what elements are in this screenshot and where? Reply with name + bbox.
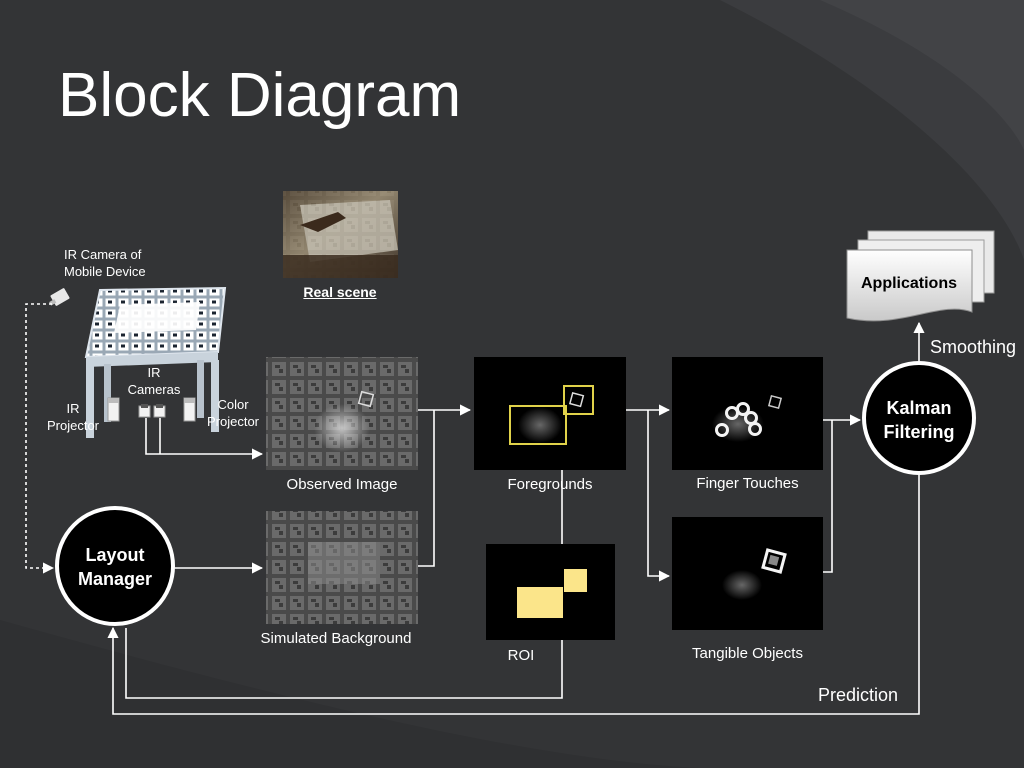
layout-manager-label: Layout Manager	[57, 543, 173, 591]
tangible-objects-thumbnail	[672, 517, 823, 630]
kalman-label-line1: Kalman	[886, 398, 952, 418]
ir-cameras-icon	[138, 404, 166, 418]
finger-touches-thumbnail	[672, 357, 823, 470]
ir-camera-mobile-label-line2: Mobile Device	[64, 264, 146, 279]
kalman-filtering-label: Kalman Filtering	[864, 396, 974, 444]
ir-projector-icon	[107, 397, 120, 422]
arrow-prediction-feedback	[107, 473, 920, 715]
roi-label: ROI	[507, 647, 535, 664]
color-projector-label-line2: Projector	[206, 414, 260, 429]
color-projector-icon	[183, 397, 196, 422]
ir-projector-label: IR Projector	[40, 400, 106, 434]
ir-projector-label-line1: IR	[66, 401, 80, 416]
slide-title: Block Diagram	[58, 61, 462, 130]
color-projector-label-line1: Color	[217, 397, 249, 412]
foregrounds-label: Foregrounds	[507, 476, 593, 493]
layout-label-line2: Manager	[77, 569, 153, 589]
ir-cameras-label-line1: IR	[147, 365, 161, 380]
observed-image-thumbnail	[266, 357, 418, 470]
foregrounds-thumbnail	[474, 357, 626, 470]
simulated-background-thumbnail	[266, 511, 418, 624]
ir-camera-mobile-label-line1: IR Camera of	[64, 247, 142, 262]
mobile-camera-icon	[49, 288, 70, 306]
kalman-label-line2: Filtering	[883, 422, 955, 442]
arrow-mobile-camera-to-layout	[25, 303, 55, 574]
prediction-label: Prediction	[818, 685, 899, 705]
ir-camera-mobile-label: IR Camera of Mobile Device	[64, 246, 146, 280]
smoothing-label: Smoothing	[930, 337, 1017, 357]
layout-label-line1: Layout	[85, 545, 145, 565]
tangible-objects-label: Tangible Objects	[692, 645, 803, 662]
ir-cameras-label-line2: Cameras	[127, 382, 181, 397]
real-scene-label: Real scene	[303, 284, 377, 300]
connectors	[25, 303, 925, 715]
ir-cameras-label: IR Cameras	[122, 364, 186, 398]
roi-thumbnail	[486, 544, 615, 640]
finger-touches-label: Finger Touches	[696, 475, 799, 492]
arrow-camera-to-observed	[145, 418, 264, 460]
real-scene-photo	[283, 191, 398, 278]
simulated-background-label: Simulated Background	[260, 630, 412, 647]
ir-projector-label-line2: Projector	[46, 418, 100, 433]
applications-icon	[846, 230, 995, 322]
color-projector-label: Color Projector	[200, 396, 266, 430]
applications-label: Applications	[860, 275, 957, 292]
layout-manager-node	[55, 506, 175, 626]
arrow-foregrounds-to-tangible	[647, 410, 671, 582]
observed-image-label: Observed Image	[286, 476, 398, 493]
table-illustration	[84, 286, 227, 438]
